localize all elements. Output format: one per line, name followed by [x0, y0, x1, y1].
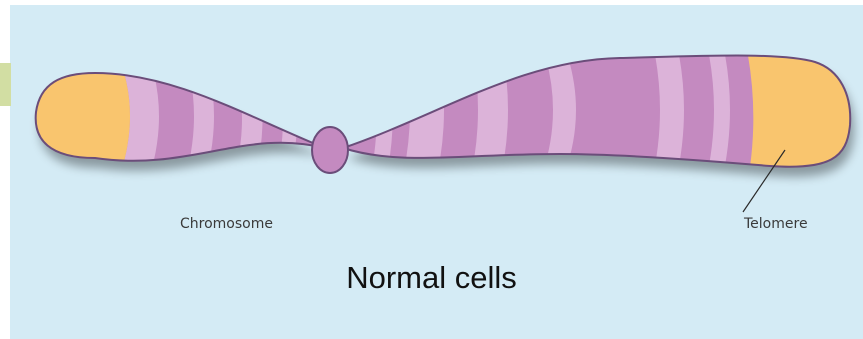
right-telomere — [745, 40, 863, 180]
band — [370, 40, 393, 180]
telomere-label: Telomere — [744, 216, 808, 232]
caption: Normal cells — [0, 260, 863, 296]
centromere — [312, 127, 348, 173]
chromosome-label: Chromosome — [180, 216, 273, 232]
band — [276, 60, 297, 175]
